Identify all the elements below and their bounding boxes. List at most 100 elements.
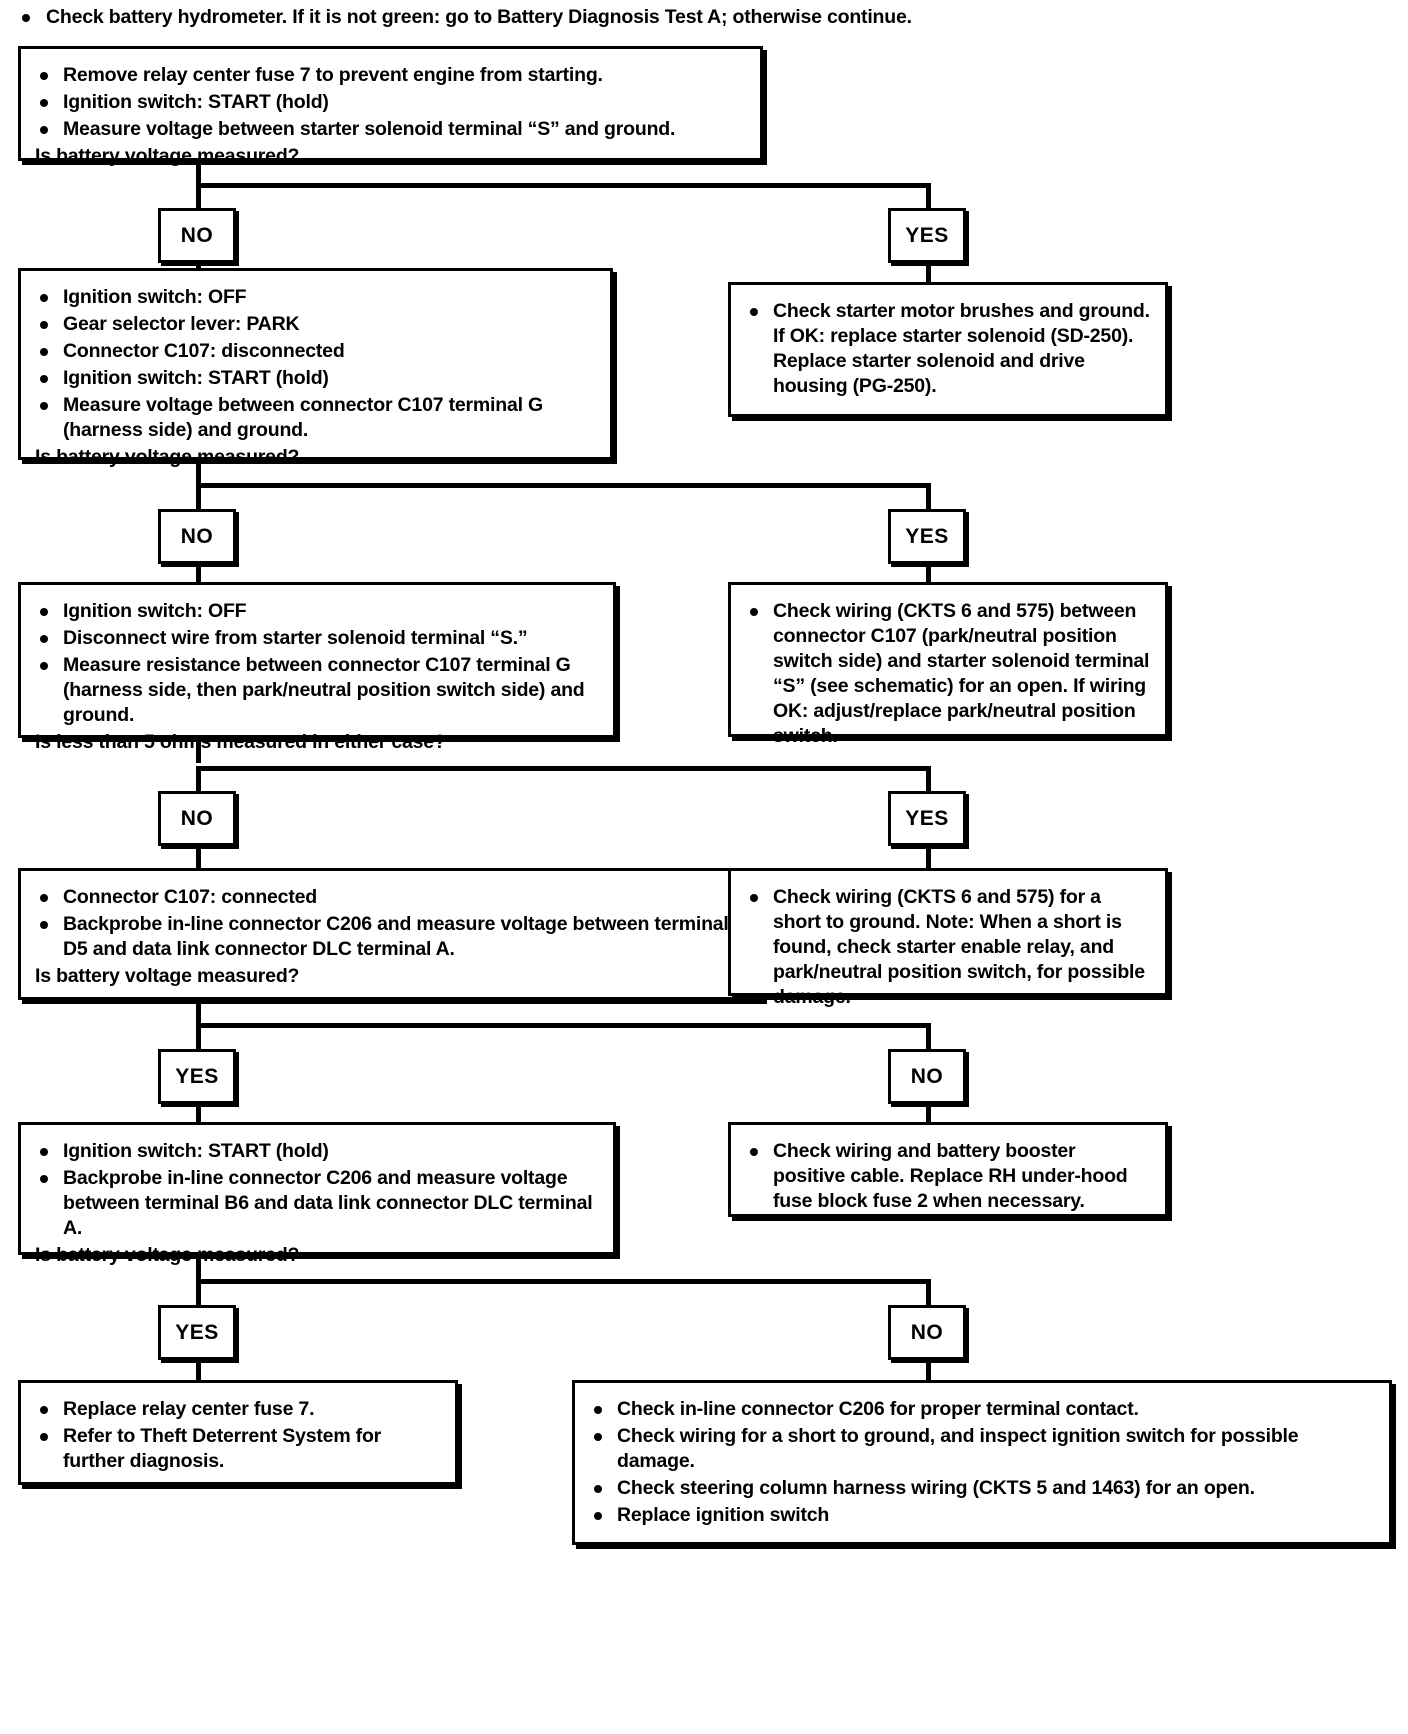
step-4-right-bullet-list: Check wiring (CKTS 6 and 575) for a shor…: [745, 885, 1151, 1010]
connector-vertical: [196, 460, 201, 485]
step-2-left-bullet-2: Connector C107: disconnected: [63, 340, 345, 362]
list-item: Check wiring (CKTS 6 and 575) for a shor…: [745, 885, 1151, 1010]
step-box-5-left: Ignition switch: START (hold) Backprobe …: [18, 1122, 616, 1266]
step-1-bullet-1: Ignition switch: START (hold): [63, 91, 329, 113]
branch-tag-label: NO: [910, 1320, 944, 1344]
branch-tag-no-3[interactable]: NO: [158, 791, 236, 846]
bullet-dot-icon: [40, 1433, 48, 1441]
bullet-dot-icon: [594, 1512, 602, 1520]
step-2-right-bullet-0: Check starter motor brushes and ground. …: [773, 300, 1150, 397]
step-2-right-bullet-list: Check starter motor brushes and ground. …: [745, 299, 1151, 399]
step-6-right-bullet-1: Check wiring for a short to ground, and …: [617, 1425, 1299, 1472]
step-2-left-question: Is battery voltage measured?: [35, 446, 300, 468]
bullet-dot-icon: [594, 1406, 602, 1414]
step-4-right-bullet-0: Check wiring (CKTS 6 and 575) for a shor…: [773, 886, 1145, 1008]
bullet-dot-icon: [40, 662, 48, 670]
step-3-left-bullet-0: Ignition switch: OFF: [63, 600, 247, 622]
step-box-4-right: Check wiring (CKTS 6 and 575) for a shor…: [728, 868, 1168, 1008]
step-4-left-bullet-list: Connector C107: connected Backprobe in-l…: [35, 885, 746, 962]
step-6-left-bullet-0: Replace relay center fuse 7.: [63, 1398, 315, 1420]
connector-vertical: [196, 845, 201, 871]
list-item: Ignition switch: OFF: [35, 285, 596, 310]
connector-vertical: [926, 1103, 931, 1125]
list-item: Check in-line connector C206 for proper …: [589, 1397, 1375, 1422]
branch-tag-no-2[interactable]: NO: [158, 509, 236, 564]
bullet-dot-icon: [22, 14, 30, 22]
branch-tag-no-1[interactable]: NO: [158, 208, 236, 263]
step-box-4-left: Connector C107: connected Backprobe in-l…: [18, 868, 763, 1000]
branch-tag-no-4[interactable]: NO: [888, 1049, 966, 1104]
connector-vertical: [196, 1359, 201, 1384]
connector-vertical: [926, 183, 931, 210]
connector-vertical: [196, 563, 201, 587]
connector-vertical: [926, 563, 931, 585]
bullet-dot-icon: [40, 1175, 48, 1183]
branch-tag-yes-3[interactable]: YES: [888, 791, 966, 846]
list-item: Connector C107: disconnected: [35, 339, 596, 364]
branch-tag-label: NO: [180, 223, 214, 247]
list-item: Ignition switch: START (hold): [35, 366, 596, 391]
step-5-right-bullet-0: Check wiring and battery booster positiv…: [773, 1140, 1128, 1212]
branch-tag-label: NO: [910, 1064, 944, 1088]
step-5-left-bullet-list: Ignition switch: START (hold) Backprobe …: [35, 1139, 599, 1241]
step-6-right-bullet-3: Replace ignition switch: [617, 1504, 830, 1526]
bullet-dot-icon: [40, 1406, 48, 1414]
connector-vertical: [196, 766, 201, 793]
step-6-right-bullet-0: Check in-line connector C206 for proper …: [617, 1398, 1139, 1420]
step-3-left-question: Is less than 5 ohms measured in either c…: [35, 731, 446, 753]
connector-vertical: [196, 1279, 201, 1307]
bullet-dot-icon: [40, 294, 48, 302]
connector-horizontal: [196, 766, 931, 771]
branch-tag-label: NO: [180, 524, 214, 548]
list-item: Ignition switch: START (hold): [35, 90, 746, 115]
step-5-left-bullet-1: Backprobe in-line connector C206 and mea…: [63, 1167, 593, 1239]
list-item: Backprobe in-line connector C206 and mea…: [35, 912, 746, 962]
step-box-6-left: Replace relay center fuse 7. Refer to Th…: [18, 1380, 458, 1485]
step-1-question: Is battery voltage measured?: [35, 145, 300, 167]
step-6-right-bullet-2: Check steering column harness wiring (CK…: [617, 1477, 1255, 1499]
bullet-dot-icon: [40, 921, 48, 929]
step-3-right-bullet-0: Check wiring (CKTS 6 and 575) between co…: [773, 600, 1150, 747]
connector-vertical: [196, 183, 201, 210]
branch-tag-yes-2[interactable]: YES: [888, 509, 966, 564]
branch-tag-yes-5[interactable]: YES: [158, 1305, 236, 1360]
bullet-dot-icon: [40, 99, 48, 107]
step-1-bullet-2: Measure voltage between starter solenoid…: [63, 118, 676, 140]
list-item: Disconnect wire from starter solenoid te…: [35, 626, 599, 651]
list-item: Check wiring and battery booster positiv…: [745, 1139, 1151, 1214]
bullet-dot-icon: [750, 894, 758, 902]
bullet-dot-icon: [40, 126, 48, 134]
bullet-dot-icon: [40, 635, 48, 643]
bullet-dot-icon: [40, 348, 48, 356]
branch-tag-label: YES: [905, 223, 949, 247]
list-item: Measure resistance between connector C10…: [35, 653, 599, 728]
connector-vertical: [926, 1279, 931, 1307]
step-5-left-question: Is battery voltage measured?: [35, 1244, 300, 1266]
branch-tag-no-5[interactable]: NO: [888, 1305, 966, 1360]
branch-tag-label: NO: [180, 806, 214, 830]
connector-vertical: [926, 845, 931, 870]
branch-tag-label: YES: [905, 524, 949, 548]
branch-tag-yes-1[interactable]: YES: [888, 208, 966, 263]
step-6-left-bullet-1: Refer to Theft Deterrent System for furt…: [63, 1425, 382, 1472]
connector-vertical: [926, 483, 931, 511]
bullet-dot-icon: [594, 1485, 602, 1493]
list-item: Connector C107: connected: [35, 885, 746, 910]
connector-vertical: [196, 738, 201, 763]
connector-vertical: [196, 161, 201, 185]
branch-tag-yes-4[interactable]: YES: [158, 1049, 236, 1104]
connector-horizontal: [196, 483, 931, 488]
bullet-dot-icon: [750, 308, 758, 316]
step-1-bullet-0: Remove relay center fuse 7 to prevent en…: [63, 64, 603, 86]
step-2-left-bullet-1: Gear selector lever: PARK: [63, 313, 300, 335]
branch-tag-label: YES: [905, 806, 949, 830]
step-box-3-left: Ignition switch: OFF Disconnect wire fro…: [18, 582, 616, 753]
connector-vertical: [196, 1255, 201, 1281]
list-item: Replace ignition switch: [589, 1503, 1375, 1528]
branch-tag-label: YES: [175, 1064, 219, 1088]
connector-vertical: [926, 1023, 931, 1051]
intro-bullet-text: Check battery hydrometer. If it is not g…: [46, 6, 912, 28]
bullet-dot-icon: [40, 894, 48, 902]
list-item: Ignition switch: OFF: [35, 599, 599, 624]
connector-vertical: [926, 766, 931, 793]
